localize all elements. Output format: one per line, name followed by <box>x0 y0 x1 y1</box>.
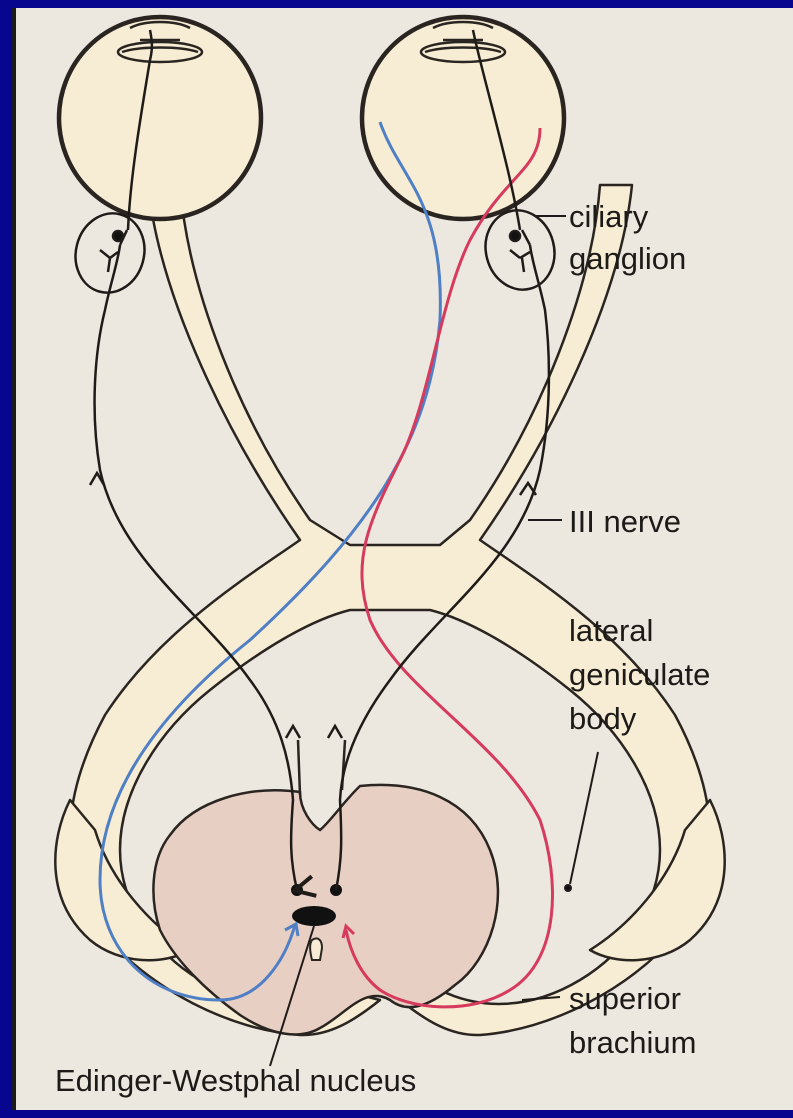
label-superior: superior <box>569 980 681 1017</box>
label-body: body <box>569 700 636 737</box>
label-brachium: brachium <box>569 1024 697 1061</box>
left-eye <box>60 18 260 218</box>
edinger-westphal-nucleus <box>292 906 336 926</box>
label-lateral: lateral <box>569 612 653 649</box>
label-geniculate: geniculate <box>569 656 710 693</box>
cerebral-aqueduct <box>310 938 322 960</box>
right-eye <box>363 18 563 218</box>
label-ganglion: ganglion <box>569 240 686 277</box>
label-edinger-westphal-nucleus: Edinger-Westphal nucleus <box>55 1062 416 1099</box>
label-ciliary: ciliary <box>569 198 648 235</box>
midbrain-stalk <box>298 740 345 795</box>
label-iii-nerve: III nerve <box>569 503 681 540</box>
